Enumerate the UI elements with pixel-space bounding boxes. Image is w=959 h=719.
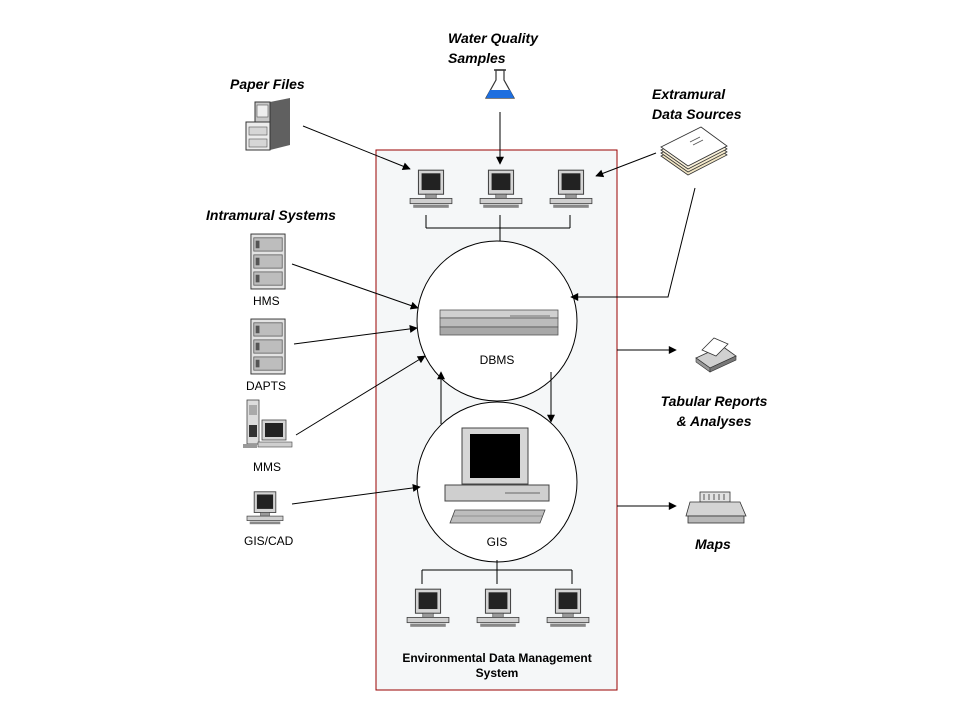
server-icon — [250, 318, 286, 375]
bottom-workstation-bus — [421, 560, 573, 584]
server-icon — [250, 233, 286, 290]
arrow-extramural-top — [595, 152, 657, 178]
gis-label: GIS — [486, 535, 508, 549]
flow-arrows — [291, 112, 696, 510]
computer-icon — [246, 491, 284, 525]
arrow-extramural-dbms — [570, 187, 696, 301]
hms-label: HMS — [253, 294, 280, 308]
dbms-server-icon — [439, 309, 559, 336]
documents-stack-icon — [660, 126, 728, 176]
top-workstation-bus — [425, 215, 571, 243]
maps-label: Maps — [695, 536, 731, 552]
arrow-mms — [295, 355, 426, 436]
mms-label: MMS — [253, 460, 281, 474]
dbms-label: DBMS — [479, 353, 515, 367]
plotter-icon — [685, 491, 747, 524]
water-quality-label: Water Quality Samples — [448, 30, 538, 66]
arrow-giscad — [291, 483, 421, 505]
file-cabinet-icon — [245, 98, 290, 151]
dapts-label: DAPTS — [246, 379, 287, 393]
reports-label: Tabular Reports & Analyses — [660, 393, 768, 429]
arrow-dapts — [293, 324, 418, 345]
system-title: Environmental Data Management System — [402, 651, 592, 680]
intramural-label: Intramural Systems — [206, 207, 336, 223]
extramural-label: Extramural Data Sources — [652, 86, 742, 122]
arrow-hms — [291, 263, 419, 310]
giscad-label: GIS/CAD — [244, 534, 294, 548]
paper-files-label: Paper Files — [230, 76, 305, 92]
gis-workstation-icon — [444, 427, 550, 524]
mms-workstation-icon — [243, 399, 293, 448]
printer-icon — [695, 337, 737, 373]
arrow-paper-files — [302, 125, 411, 171]
flask-icon — [484, 69, 516, 99]
